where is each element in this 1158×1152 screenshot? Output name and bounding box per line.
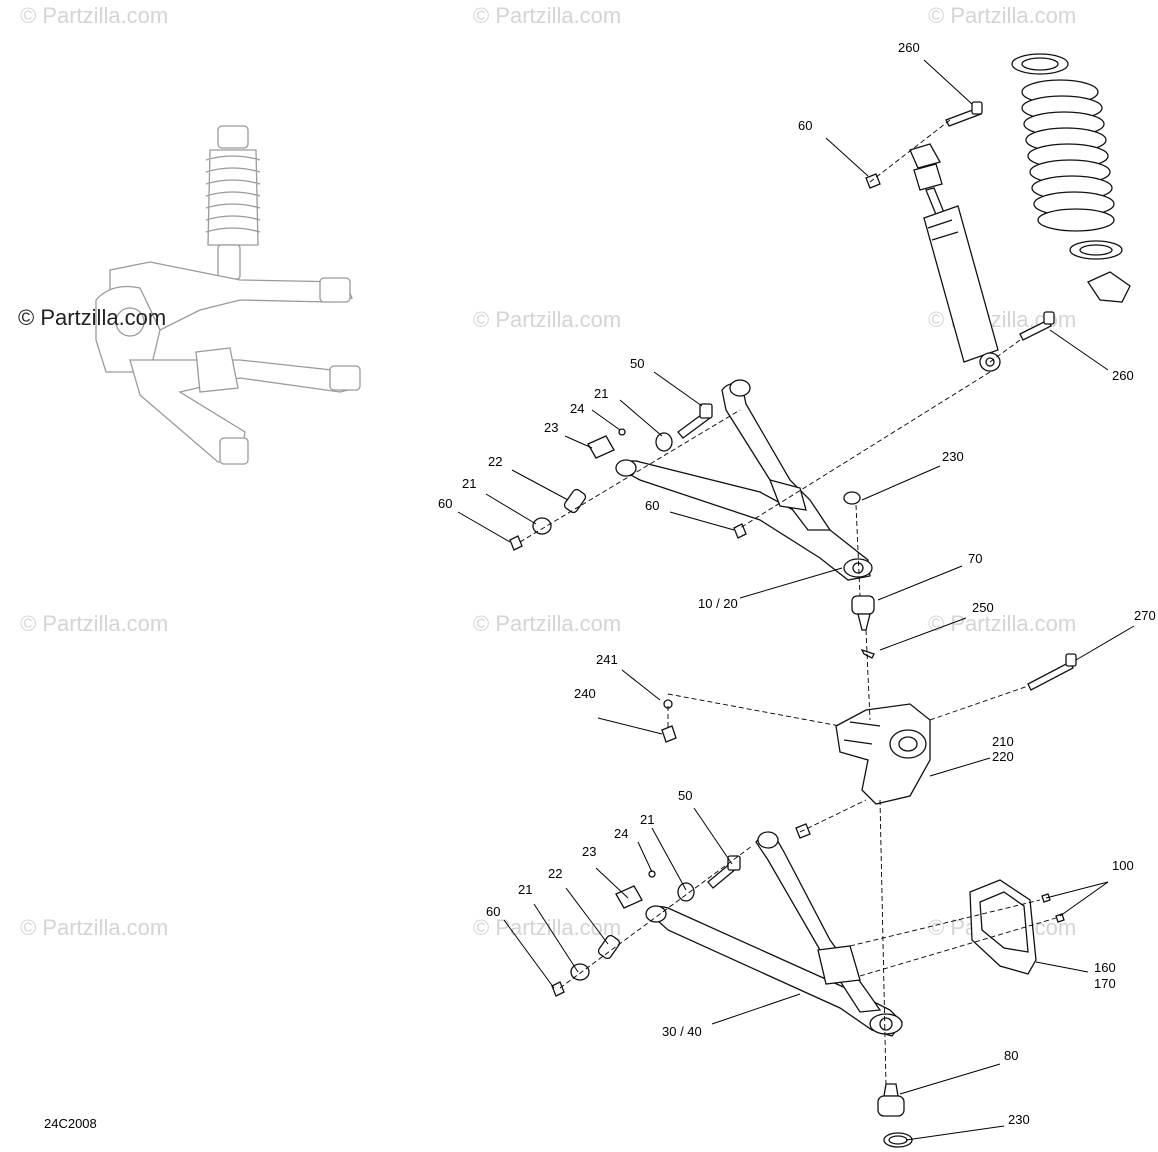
callout-label: 24 [570, 401, 584, 416]
lower-hardware-illustration [551, 855, 741, 997]
callout-label: 60 [798, 118, 812, 133]
skid-guard-illustration [969, 879, 1065, 975]
upper-a-arm-illustration [615, 379, 873, 581]
callout-label: 220 [992, 749, 1014, 764]
callout-label: 241 [596, 652, 618, 667]
assembly-overview-illustration [95, 125, 361, 465]
watermark: © Partzilla.com [473, 611, 622, 636]
upper-ball-joint-illustration [851, 595, 875, 659]
callout-label: 100 [1112, 858, 1134, 873]
callout-label: 21 [640, 812, 654, 827]
watermark: © Partzilla.com [20, 915, 169, 940]
watermark: © Partzilla.com [20, 611, 169, 636]
callout-label: 50 [630, 356, 644, 371]
assembly-dashed-lines [519, 119, 1057, 1085]
callout-labels: 260 60 260 50 21 24 23 22 21 60 60 230 1… [438, 40, 1156, 1127]
lower-a-arm-illustration [645, 831, 903, 1037]
steering-knuckle-illustration [661, 653, 1077, 839]
callout-label: 250 [972, 600, 994, 615]
callout-label: 23 [544, 420, 558, 435]
callout-label: 21 [594, 386, 608, 401]
callout-label: 240 [574, 686, 596, 701]
callout-label: 23 [582, 844, 596, 859]
callout-label: 80 [1004, 1048, 1018, 1063]
callout-label: 22 [488, 454, 502, 469]
watermark: © Partzilla.com [20, 3, 169, 28]
watermark: © Partzilla.com [473, 915, 622, 940]
callout-label: 160 [1094, 960, 1116, 975]
callout-label: 260 [898, 40, 920, 55]
copyright-notice: © Partzilla.com [18, 305, 167, 330]
callout-label: 170 [1094, 976, 1116, 991]
callout-label: 60 [645, 498, 659, 513]
callout-label: 30 / 40 [662, 1024, 702, 1039]
callout-label: 60 [486, 904, 500, 919]
diagram-code: 24C2008 [44, 1116, 97, 1131]
callout-label: 10 / 20 [698, 596, 738, 611]
callout-label: 21 [518, 882, 532, 897]
callout-label: 24 [614, 826, 628, 841]
callout-label: 21 [462, 476, 476, 491]
callout-label: 260 [1112, 368, 1134, 383]
lower-ball-joint-illustration [877, 1083, 913, 1148]
watermark: © Partzilla.com [473, 3, 622, 28]
callout-label: 230 [942, 449, 964, 464]
callout-label: 50 [678, 788, 692, 803]
callout-label: 230 [1008, 1112, 1030, 1127]
callout-label: 270 [1134, 608, 1156, 623]
callout-label: 60 [438, 496, 452, 511]
shock-absorber-illustration [865, 101, 1055, 372]
callout-label: 70 [968, 551, 982, 566]
watermark: © Partzilla.com [928, 611, 1077, 636]
upper-hardware-illustration [509, 403, 861, 551]
callout-leader-lines [457, 59, 1135, 1141]
watermark: © Partzilla.com [473, 307, 622, 332]
coil-spring-illustration [1011, 53, 1131, 303]
callout-label: 22 [548, 866, 562, 881]
callout-label: 210 [992, 734, 1014, 749]
watermark: © Partzilla.com [928, 3, 1077, 28]
